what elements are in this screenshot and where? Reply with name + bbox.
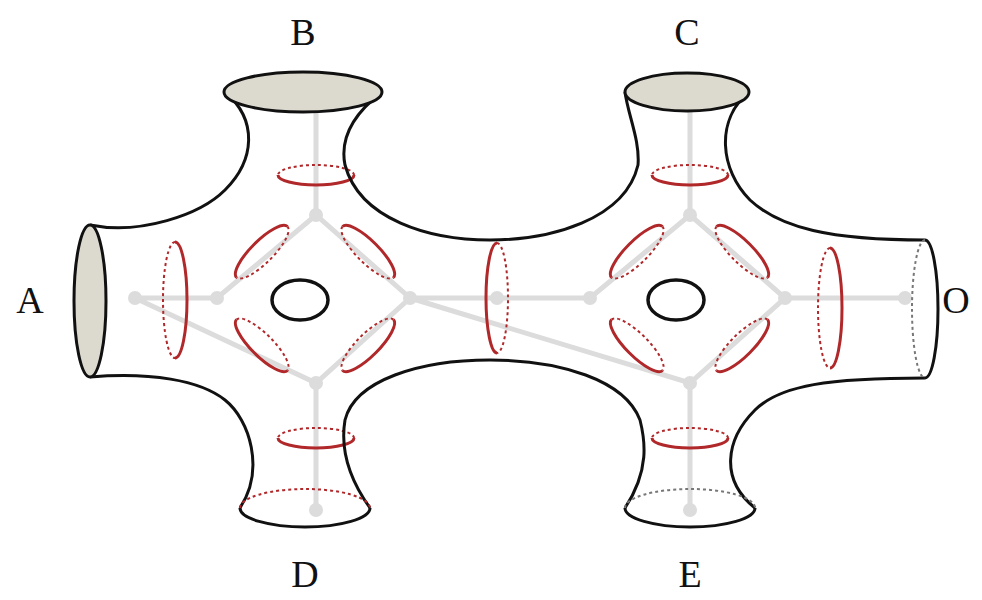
cuff-curves [163,165,842,448]
open-rim-back [912,240,925,378]
boundary-label: E [678,555,701,593]
boundary-label: A [16,281,43,319]
cuff-back [163,242,175,358]
boundary-disk [224,72,382,112]
cuff-front [229,320,288,379]
cuff-front [604,219,663,278]
cuff-back [335,227,394,286]
cuff-front [175,242,187,358]
cuff-front [652,175,728,185]
cuff-back [335,312,394,371]
open-rim-front [925,240,938,378]
cuff-back [237,312,296,371]
cuff-front [278,175,354,185]
cuff-front [229,219,288,278]
cuff-back [709,227,768,286]
boundary-label: D [291,555,318,593]
cuff-front [343,219,402,278]
cuff-front [717,219,776,278]
open-rim-back [240,489,370,508]
cuff-back [652,428,728,438]
cuff-back [612,227,671,286]
open-rim-front [625,508,755,527]
boundary-label: O [942,281,969,319]
cuff-front [486,243,497,353]
surface-outline [90,92,925,508]
cuff-back [237,227,296,286]
cuff-back [652,165,728,175]
cuff-back [278,165,354,175]
genus-hole [272,280,328,320]
genus-hole [648,280,704,320]
boundary-label: B [290,13,315,51]
boundary-disk [625,73,749,111]
cuff-back [612,312,671,371]
open-rim-back [625,489,755,508]
open-rim-front [240,508,370,527]
cuff-back [497,243,508,353]
boundary-label: C [674,13,699,51]
cuff-front [343,320,402,379]
cuff-front [830,248,842,368]
boundary-disk [74,225,106,377]
cuff-front [717,320,776,379]
cuff-back [818,248,830,368]
cuff-back [709,312,768,371]
cuff-front [604,320,663,379]
cuff-front [652,438,728,448]
